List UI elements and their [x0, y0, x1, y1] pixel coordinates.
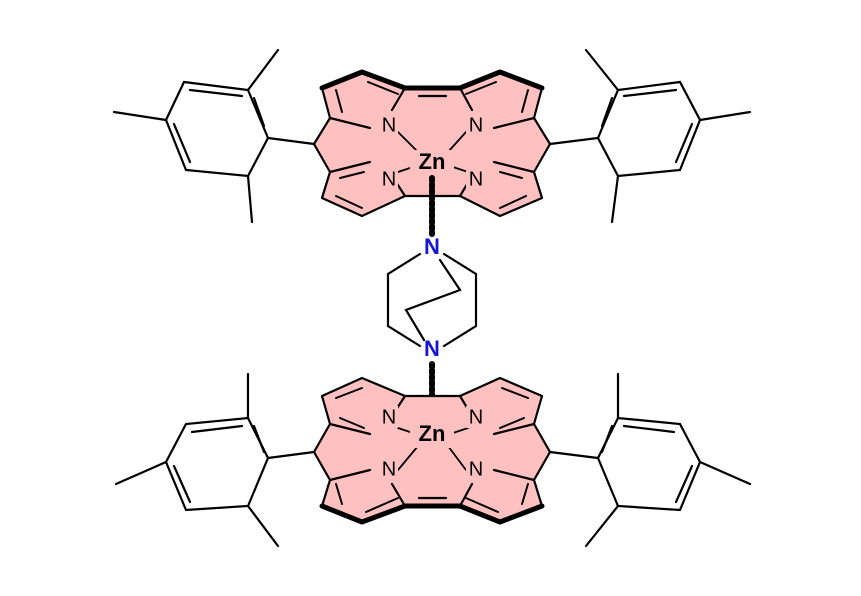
bottom-porphyrin-front-edge [319, 503, 545, 525]
bottom-porphyrin-left-lower-pyrrole [312, 450, 407, 508]
bottom-porphyrin-labels: N N N N Zn [376, 406, 488, 480]
top-porphyrin-zn-n-bonds [397, 131, 469, 173]
bottom-porphyrin-left-lower-pyrrole-double [335, 483, 399, 513]
top-right-mesityl [548, 48, 752, 224]
top-porphyrin [312, 69, 552, 218]
bottom-porphyrin-meso-bridges [403, 394, 462, 500]
top-n-upper-right: N [469, 114, 483, 136]
top-porphyrin-left-upper-pyrrole [312, 86, 407, 146]
bottom-right-mesityl [548, 372, 752, 548]
top-porphyrin-right-upper-pyrrole-double [465, 81, 529, 113]
top-n-lower-right: N [469, 168, 483, 190]
bottom-porphyrin-left-upper-pyrrole-double [335, 387, 365, 429]
bottom-left-mesityl [114, 372, 316, 548]
top-right-mesityl-methyls [584, 48, 752, 224]
bottom-porphyrin-zn-n-bonds [397, 427, 469, 471]
bottom-left-mesityl-methyls [114, 372, 280, 548]
top-porphyrin-labels: N N N N Zn [376, 114, 488, 190]
dabco-n-bottom: N [424, 336, 440, 361]
bottom-porphyrin-right-lower-pyrrole [458, 450, 552, 508]
bottom-n-lower-left: N [382, 458, 396, 480]
top-porphyrin-right-upper-pyrrole [458, 86, 552, 146]
bottom-right-mesityl-methyls [584, 372, 752, 548]
bottom-porphyrin-fill [314, 378, 550, 522]
top-n-lower-left: N [382, 168, 396, 190]
bottom-zn-atom: Zn [419, 421, 446, 446]
top-n-upper-left: N [382, 114, 396, 136]
bottom-porphyrin-right-lower-pyrrole-double [465, 483, 529, 513]
bottom-n-lower-right: N [469, 458, 483, 480]
bottom-porphyrin-right-upper-pyrrole-double [499, 387, 529, 429]
bottom-porphyrin [312, 376, 552, 525]
top-zn-atom: Zn [419, 149, 446, 174]
top-porphyrin-left-upper-pyrrole-double [335, 81, 399, 113]
bottom-n-upper-left: N [382, 406, 396, 428]
dabco-bridge [386, 175, 478, 423]
top-porphyrin-right-lower-pyrrole-double [499, 171, 527, 209]
bottom-n-upper-right: N [469, 406, 483, 428]
top-left-mesityl-methyls [112, 48, 280, 224]
top-porphyrin-left-lower-pyrrole-double [335, 171, 365, 209]
top-porphyrin-fill [314, 72, 550, 216]
dabco-n-top: N [424, 234, 440, 259]
dabco-cage [386, 252, 478, 348]
top-left-mesityl [112, 48, 316, 224]
